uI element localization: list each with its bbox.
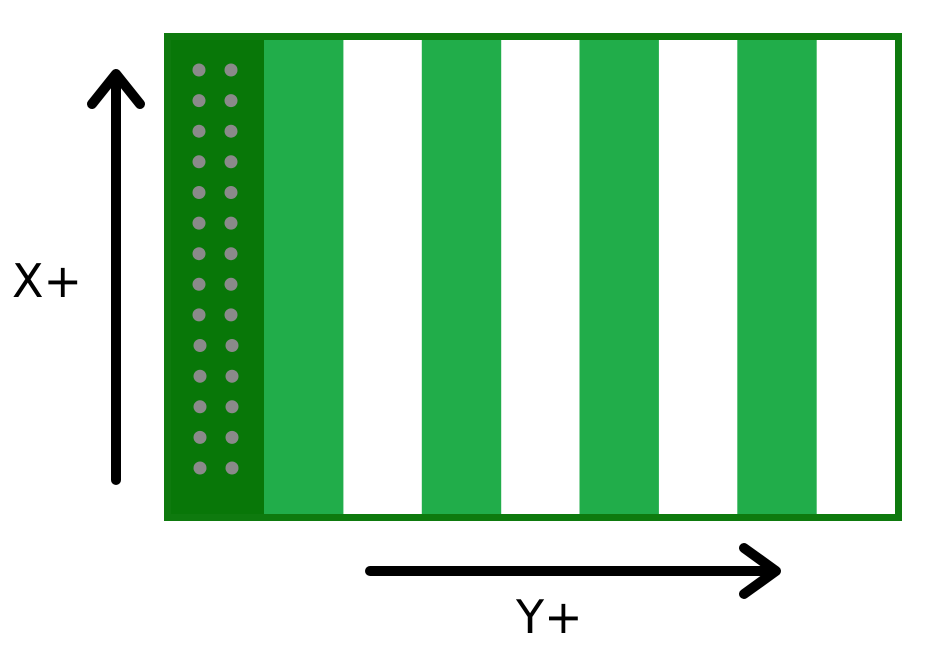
y-arrow-head xyxy=(739,543,781,599)
dot xyxy=(225,430,239,444)
dot-grid xyxy=(192,63,239,475)
green-stripe xyxy=(579,40,659,514)
dot xyxy=(224,216,238,230)
green-stripe xyxy=(421,40,502,514)
y-axis-arrow xyxy=(365,543,781,599)
green-stripe xyxy=(737,40,817,514)
dot xyxy=(193,369,207,383)
dotted-edge-strip xyxy=(171,40,264,514)
dot xyxy=(224,277,238,291)
dot xyxy=(224,186,238,199)
dot xyxy=(224,94,238,108)
dot xyxy=(192,94,206,108)
dot xyxy=(192,63,206,77)
dot xyxy=(225,369,239,383)
dot xyxy=(224,155,238,169)
dot xyxy=(225,461,239,475)
dot xyxy=(192,186,206,199)
dot xyxy=(224,63,238,77)
dot xyxy=(192,216,206,230)
dot xyxy=(193,400,207,414)
dot xyxy=(192,277,206,291)
stripes xyxy=(264,40,817,514)
x-axis-arrow xyxy=(87,69,145,485)
dot xyxy=(224,308,238,322)
dot xyxy=(225,339,239,352)
dot xyxy=(192,308,206,322)
dot xyxy=(224,247,238,261)
x-arrow-head xyxy=(87,69,145,109)
green-stripe xyxy=(264,40,344,514)
dot xyxy=(225,400,239,414)
x-axis-label: X+ xyxy=(12,254,83,308)
dot xyxy=(224,124,238,138)
dot xyxy=(193,461,207,475)
board xyxy=(164,33,902,521)
dot xyxy=(192,247,206,261)
dot xyxy=(193,339,207,352)
y-axis-label: Y+ xyxy=(516,590,583,644)
dot xyxy=(192,124,206,138)
dot xyxy=(192,155,206,169)
dot xyxy=(193,430,207,444)
